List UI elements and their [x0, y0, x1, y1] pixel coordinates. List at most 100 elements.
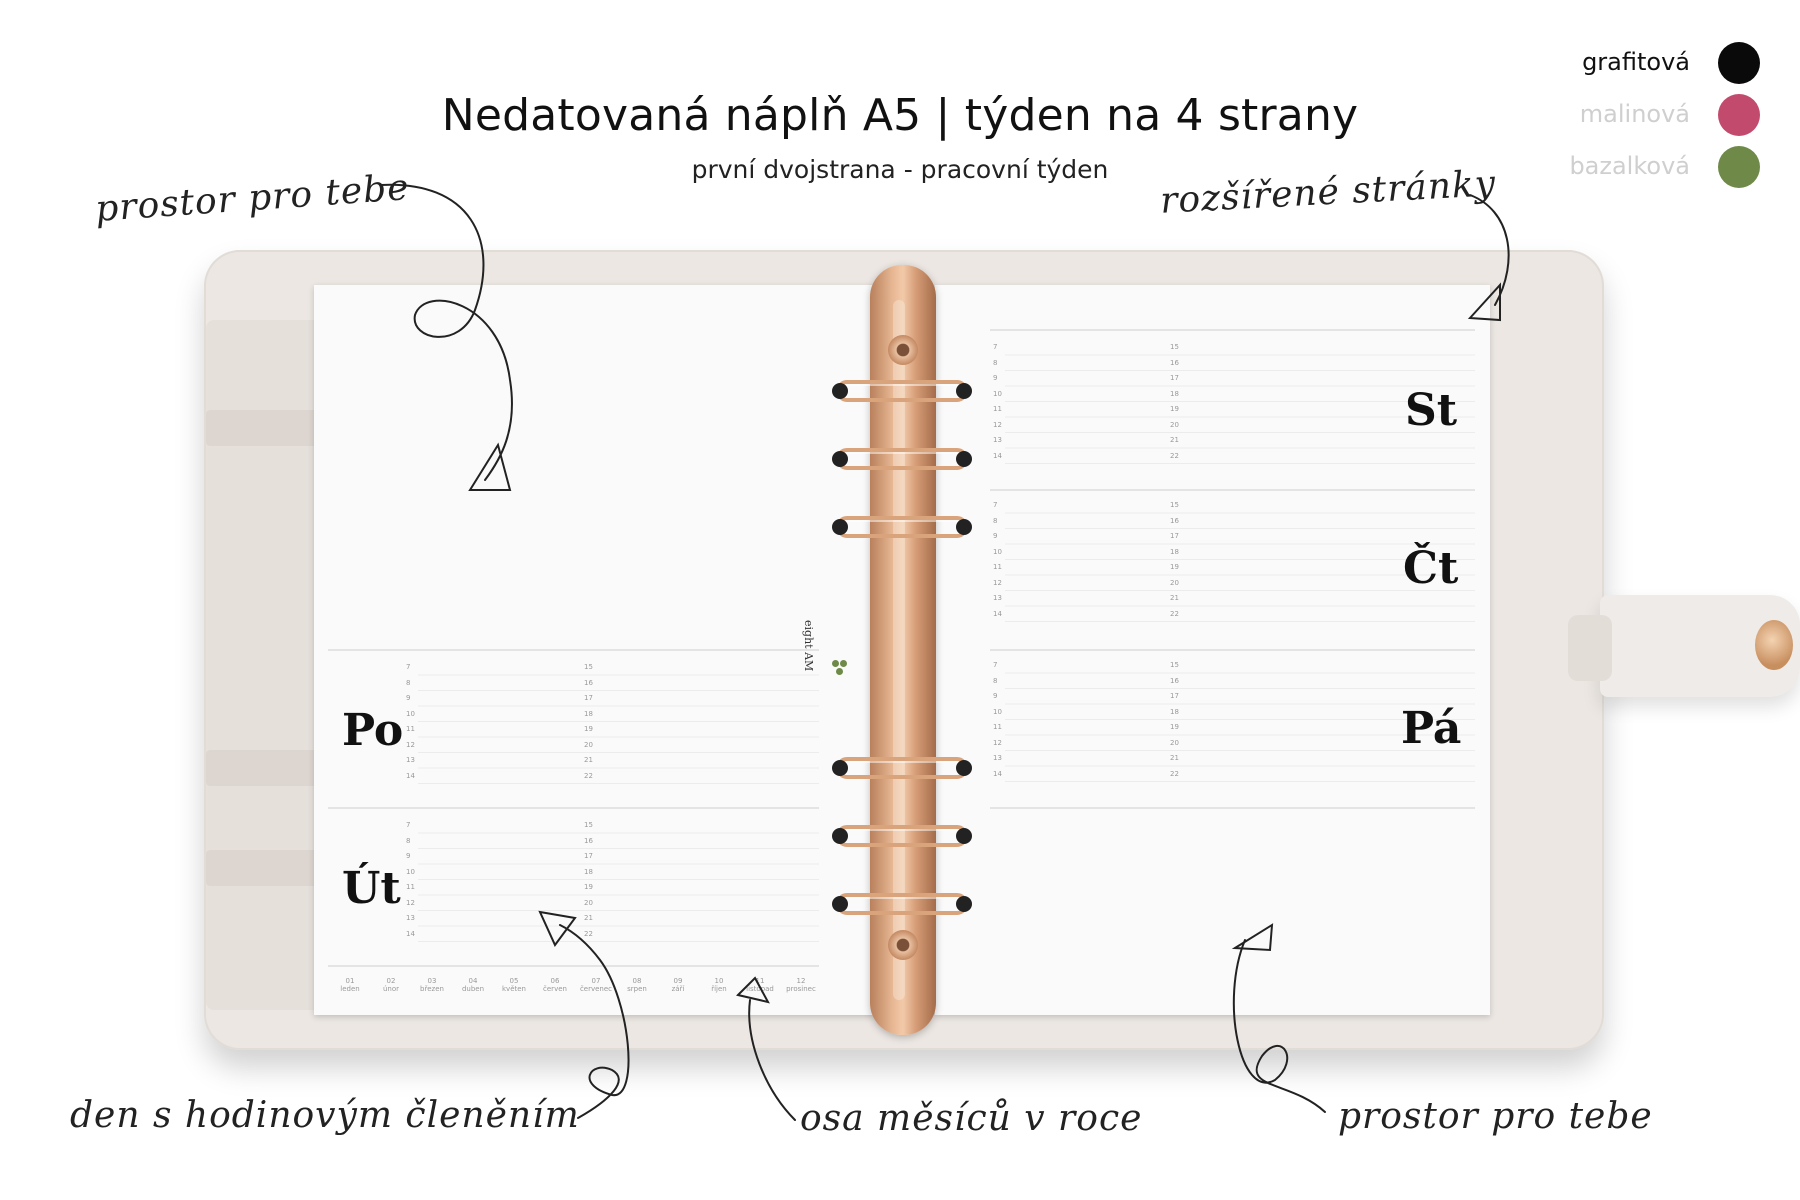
month-name: červenec [579, 985, 613, 993]
hour-label: 21 [584, 756, 593, 764]
month-number: 08 [632, 977, 642, 985]
binder-spine [870, 265, 936, 1035]
hour-label: 22 [1170, 769, 1179, 778]
arrow-bottom-left [559, 924, 630, 1119]
hour-label: 7 [406, 663, 411, 671]
month-name: únor [382, 985, 400, 993]
hour-label: 11 [406, 725, 415, 733]
arrowhead-icon [736, 976, 770, 1004]
hour-label: 10 [993, 547, 1002, 556]
hour-label: 19 [1170, 723, 1179, 731]
annotation-month-axis: osa měsíců v roce [800, 1098, 1143, 1139]
month-number: 10 [714, 977, 724, 985]
month-number: 06 [550, 977, 560, 985]
hour-label: 20 [584, 898, 593, 907]
month-number: 03 [427, 977, 437, 985]
rivet [888, 930, 918, 960]
month-name: březen [420, 985, 444, 993]
hour-label: 20 [1170, 420, 1179, 429]
hour-label: 16 [584, 836, 593, 845]
hour-label: 12 [993, 738, 1002, 747]
hour-label: 14 [406, 929, 415, 938]
hour-label: 8 [993, 516, 998, 525]
hour-label: 15 [584, 821, 593, 829]
hour-label: 22 [1170, 609, 1179, 618]
hour-label: 20 [584, 740, 593, 749]
hour-label: 7 [993, 343, 998, 351]
hour-label: 7 [993, 501, 998, 509]
ring-hole [832, 828, 848, 844]
hour-label: 7 [406, 821, 411, 829]
hour-label: 12 [406, 740, 415, 749]
hour-label: 8 [993, 358, 998, 367]
month-name: červen [543, 985, 567, 993]
right-page-lines [990, 329, 1475, 809]
hour-label: 9 [993, 374, 998, 382]
hour-label: 18 [1170, 389, 1179, 398]
rivet [888, 335, 918, 365]
brand-dot [840, 660, 847, 667]
hour-label: 13 [406, 756, 415, 764]
hour-label: 21 [584, 914, 593, 922]
legend-item-grafitova[interactable]: grafitová [1510, 40, 1770, 92]
hour-label: 18 [584, 867, 593, 876]
legend-label: bazalková [1569, 152, 1690, 180]
hour-label: 22 [1170, 451, 1179, 460]
hour-label: 14 [406, 771, 415, 780]
hour-label: 19 [584, 883, 593, 891]
ring-hole [832, 760, 848, 776]
day-label-pa: Pá [1401, 703, 1462, 754]
hour-label: 9 [406, 852, 411, 860]
page-title: Nedatovaná náplň A5 | týden na 4 strany [441, 90, 1359, 141]
arrow-bottom-right [1232, 939, 1326, 1113]
hour-label: 20 [1170, 578, 1179, 587]
legend-label: grafitová [1582, 48, 1690, 76]
hour-label: 13 [993, 754, 1002, 762]
hour-label: 8 [406, 836, 411, 845]
hour-label: 9 [993, 532, 998, 540]
snap-button[interactable] [1755, 620, 1793, 670]
annotation-hourly-day: den s hodinovým členěním [70, 1095, 580, 1136]
hour-label: 22 [584, 929, 593, 938]
hour-label: 13 [993, 436, 1002, 444]
hour-label: 16 [1170, 358, 1179, 367]
arrow-top-left [379, 183, 513, 481]
hour-label: 12 [993, 420, 1002, 429]
hour-label: 15 [584, 663, 593, 671]
hour-label: 18 [584, 709, 593, 718]
legend-label: malinová [1579, 100, 1690, 128]
legend-item-malinova[interactable]: malinová [1510, 92, 1770, 144]
hour-label: 19 [1170, 563, 1179, 571]
hour-label: 19 [584, 725, 593, 733]
month-name: duben [461, 985, 485, 993]
legend-item-bazalkova[interactable]: bazalková [1510, 144, 1770, 196]
color-swatch[interactable] [1718, 146, 1760, 188]
hour-label: 15 [1170, 661, 1179, 669]
hour-label: 20 [1170, 738, 1179, 747]
hour-label: 17 [584, 694, 593, 702]
ring-hole [956, 383, 972, 399]
day-label-ct: Čt [1403, 543, 1459, 594]
month-number: 05 [509, 977, 519, 985]
color-swatch[interactable] [1718, 94, 1760, 136]
day-label-ut: Út [342, 863, 401, 914]
hour-label: 21 [1170, 594, 1179, 602]
hour-label: 14 [993, 609, 1002, 618]
month-number: 11 [755, 977, 765, 985]
hour-label: 13 [993, 594, 1002, 602]
color-swatch[interactable] [1718, 42, 1760, 84]
brand-dot [836, 668, 843, 675]
ring-hole [832, 519, 848, 535]
month-name: září [671, 985, 685, 993]
ring-hole [956, 760, 972, 776]
hour-label: 16 [1170, 676, 1179, 685]
arrowhead-icon [538, 910, 577, 947]
